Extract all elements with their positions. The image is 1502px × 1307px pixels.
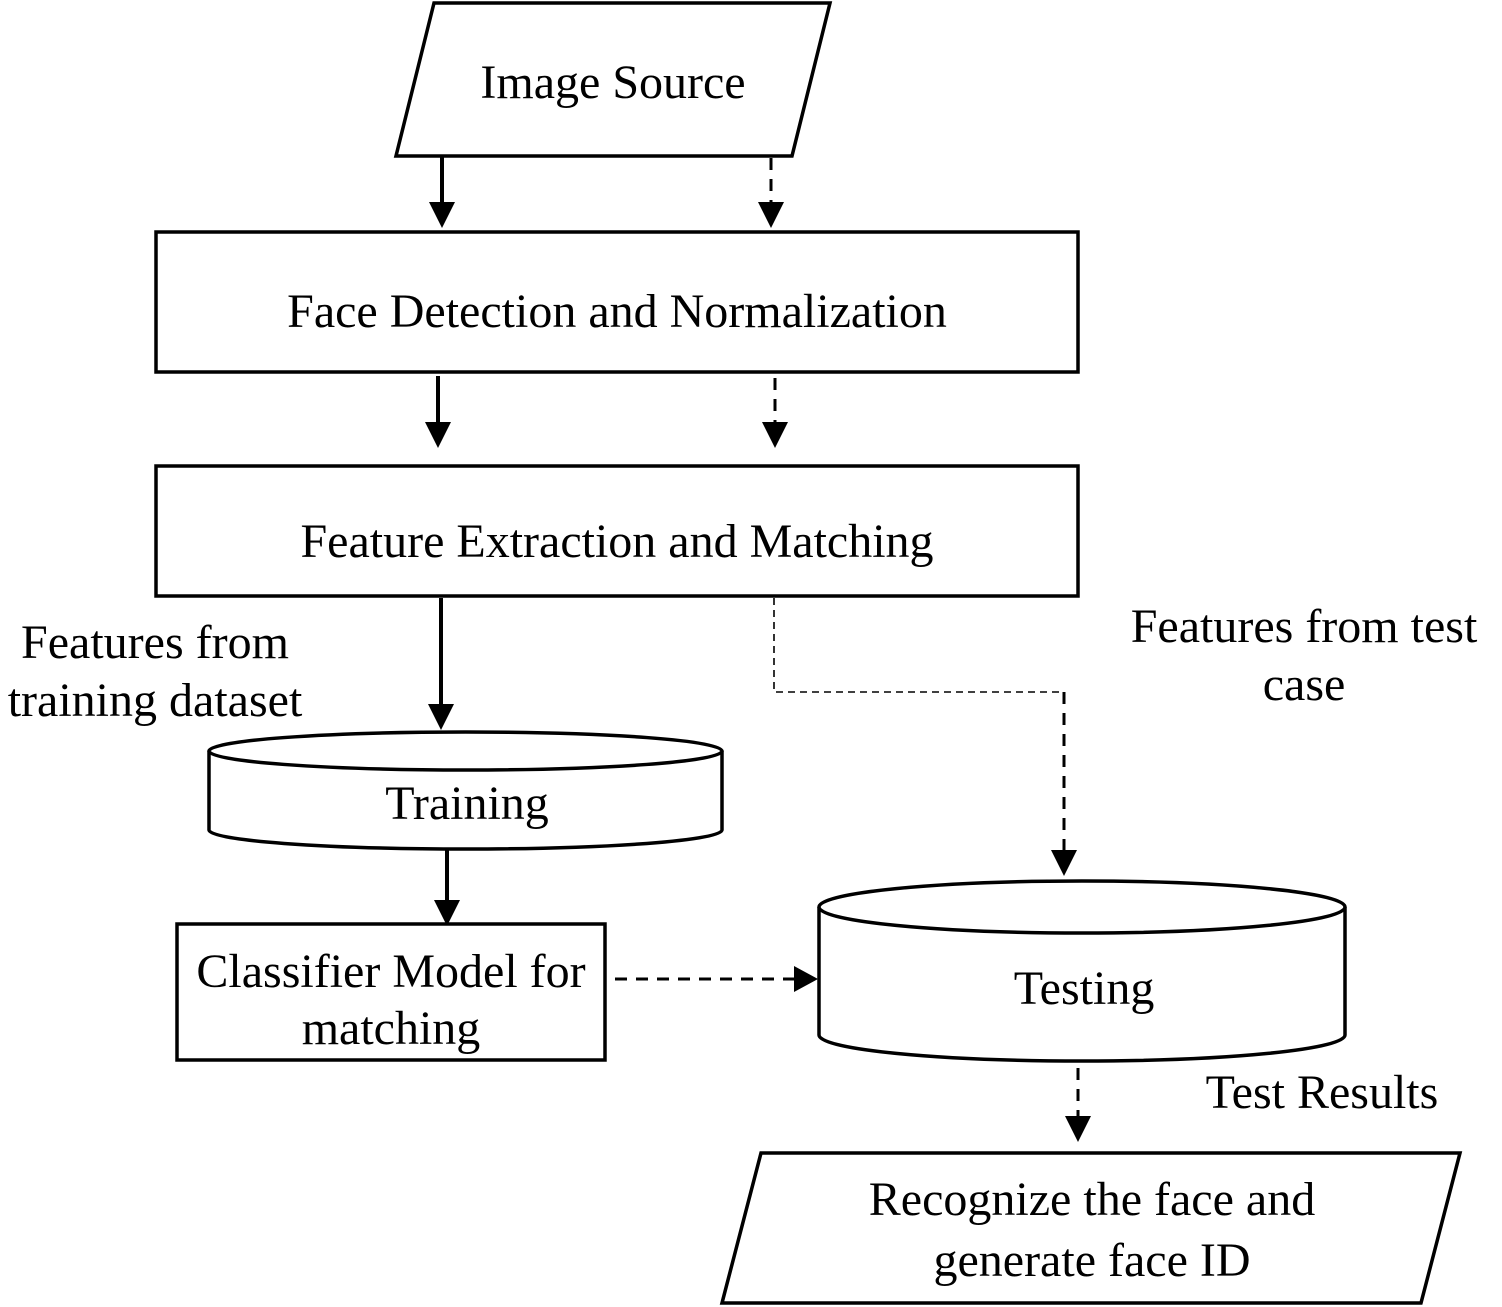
- image-source-node: Image Source: [393, 1, 833, 158]
- arrow-extraction-to-testing: [773, 598, 1077, 876]
- face-detection-label: Face Detection and Normalization: [287, 285, 947, 338]
- arrow-testing-to-recognize: [1065, 1068, 1091, 1142]
- arrow-detection-to-extraction-dashed: [762, 378, 788, 448]
- classifier-model-node: Classifier Model for matching: [175, 922, 607, 1062]
- arrow-classifier-to-testing: [615, 966, 818, 992]
- recognize-face-label-line2: generate face ID: [933, 1234, 1250, 1287]
- arrow-detection-to-extraction-solid: [425, 376, 451, 448]
- classifier-model-label-line1: Classifier Model for: [196, 945, 585, 998]
- features-training-label-line1: Features from: [21, 616, 289, 669]
- features-test-label-line2: case: [1263, 658, 1346, 711]
- arrow-source-to-detection-dashed: [758, 158, 784, 228]
- arrow-extraction-to-training: [428, 598, 454, 730]
- arrow-training-to-classifier: [434, 850, 460, 926]
- training-node: Training: [207, 730, 724, 851]
- features-test-label-line1: Features from test: [1131, 600, 1478, 653]
- image-source-label: Image Source: [480, 56, 745, 109]
- test-results-label: Test Results: [1206, 1066, 1439, 1119]
- testing-node: Testing: [817, 879, 1347, 1063]
- feature-extraction-label: Feature Extraction and Matching: [300, 515, 933, 568]
- face-detection-node: Face Detection and Normalization: [154, 230, 1080, 374]
- features-training-label-line2: training dataset: [8, 674, 303, 727]
- classifier-model-label-line2: matching: [302, 1002, 481, 1055]
- testing-label: Testing: [1014, 962, 1155, 1015]
- feature-extraction-node: Feature Extraction and Matching: [154, 464, 1080, 598]
- arrow-source-to-detection-solid: [429, 156, 455, 228]
- recognize-face-label-line1: Recognize the face and: [869, 1173, 1315, 1226]
- recognize-face-node: Recognize the face and generate face ID: [719, 1151, 1463, 1305]
- training-label: Training: [385, 777, 549, 830]
